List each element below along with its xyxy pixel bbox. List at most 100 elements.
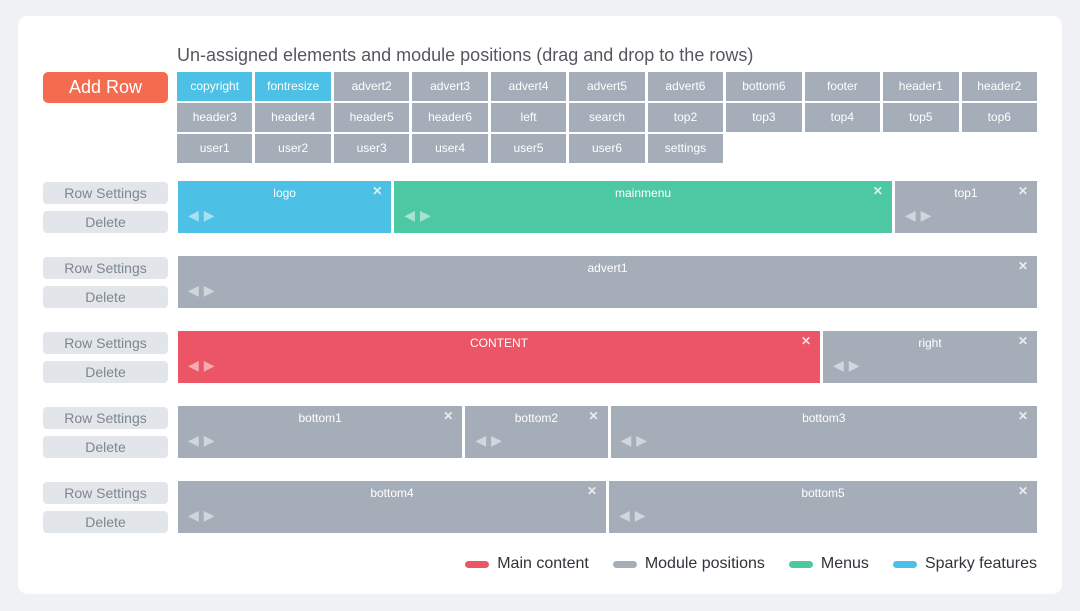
unassigned-chip-top6[interactable]: top6 [961, 103, 1037, 132]
unassigned-chip-user3[interactable]: user3 [333, 134, 410, 163]
add-row-button[interactable]: Add Row [43, 72, 168, 103]
close-icon[interactable]: ✕ [1017, 409, 1028, 423]
unassigned-chip-header3[interactable]: header3 [177, 103, 253, 132]
arrow-left-icon[interactable]: ◀ [619, 507, 630, 523]
unassigned-chip-advert6[interactable]: advert6 [647, 72, 724, 101]
unassigned-chip-user6[interactable]: user6 [569, 134, 645, 163]
unassigned-chip-left[interactable]: left [490, 103, 567, 132]
row-settings-button[interactable]: Row Settings [43, 332, 168, 354]
unassigned-chip-header5[interactable]: header5 [333, 103, 410, 132]
module-block-top1[interactable]: top1 ✕ ◀▶ [894, 181, 1037, 233]
unassigned-chip-header6[interactable]: header6 [412, 103, 488, 132]
row-blocks: logo✕◀▶mainmenu✕◀▶top1✕◀▶ [178, 181, 1037, 233]
close-icon[interactable]: ✕ [800, 334, 811, 348]
arrow-left-icon[interactable]: ◀ [188, 507, 199, 523]
arrow-right-icon[interactable]: ▶ [203, 357, 215, 373]
module-block-label: top1 [954, 186, 978, 200]
close-icon[interactable]: ✕ [586, 484, 597, 498]
unassigned-chip-fontresize[interactable]: fontresize [255, 72, 331, 101]
row-delete-button[interactable]: Delete [43, 511, 168, 533]
module-block-mainmenu[interactable]: mainmenu✕◀▶ [394, 181, 892, 233]
unassigned-chip-top2[interactable]: top2 [647, 103, 724, 132]
row-delete-button[interactable]: Delete [43, 436, 168, 458]
module-block-content[interactable]: CONTENT✕◀▶ [178, 331, 820, 383]
row-delete-button[interactable]: Delete [43, 286, 168, 308]
arrow-right-icon[interactable]: ▶ [920, 207, 932, 223]
unassigned-chip-search[interactable]: search [569, 103, 645, 132]
close-icon[interactable]: ✕ [588, 409, 599, 423]
arrow-left-icon[interactable]: ◀ [904, 207, 916, 223]
arrow-left-icon[interactable]: ◀ [404, 207, 416, 223]
row-settings-button[interactable]: Row Settings [43, 482, 168, 504]
arrow-right-icon[interactable]: ▶ [636, 432, 648, 448]
arrow-right-icon[interactable]: ▶ [634, 507, 646, 523]
module-block-label: right [918, 336, 942, 350]
close-icon[interactable]: ✕ [1017, 484, 1028, 498]
arrow-right-icon[interactable]: ▶ [203, 507, 215, 523]
unassigned-chip-settings[interactable]: settings [647, 134, 724, 163]
unassigned-chip-top3[interactable]: top3 [726, 103, 802, 132]
module-block-bottom3[interactable]: bottom3✕◀▶ [610, 406, 1037, 458]
arrow-right-icon[interactable]: ▶ [848, 357, 860, 373]
resize-arrows: ◀▶ [905, 208, 932, 222]
unassigned-chip-top4[interactable]: top4 [804, 103, 881, 132]
arrow-left-icon[interactable]: ◀ [620, 432, 632, 448]
arrow-left-icon[interactable]: ◀ [188, 357, 199, 373]
row-delete-button[interactable]: Delete [43, 361, 168, 383]
arrow-left-icon[interactable]: ◀ [188, 432, 199, 448]
unassigned-chip-header4[interactable]: header4 [255, 103, 331, 132]
close-icon[interactable]: ✕ [443, 409, 454, 423]
module-block-advert1[interactable]: advert1✕◀▶ [178, 256, 1037, 308]
row-delete-button[interactable]: Delete [43, 211, 168, 233]
arrow-right-icon[interactable]: ▶ [491, 432, 502, 448]
module-block-bottom5[interactable]: bottom5✕◀▶ [609, 481, 1037, 533]
row-settings-button[interactable]: Row Settings [43, 257, 168, 279]
unassigned-chip-advert2[interactable]: advert2 [333, 72, 410, 101]
unassigned-chip-footer[interactable]: footer [804, 72, 881, 101]
unassigned-chip-copyright[interactable]: copyright [177, 72, 253, 101]
close-icon[interactable]: ✕ [1017, 334, 1028, 348]
arrow-right-icon[interactable]: ▶ [203, 432, 215, 448]
unassigned-chip-user2[interactable]: user2 [255, 134, 331, 163]
unassigned-chip-bottom6[interactable]: bottom6 [726, 72, 802, 101]
row-settings-button[interactable]: Row Settings [43, 407, 168, 429]
close-icon[interactable]: ✕ [372, 184, 383, 198]
unassigned-chip-header2[interactable]: header2 [961, 72, 1037, 101]
unassigned-chip-advert5[interactable]: advert5 [569, 72, 645, 101]
unassigned-chip-top5[interactable]: top5 [883, 103, 959, 132]
legend-item-menu: Menus [788, 555, 869, 573]
resize-arrows: ◀▶ [188, 508, 215, 522]
module-block-logo[interactable]: logo✕◀▶ [178, 181, 392, 233]
arrow-right-icon[interactable]: ▶ [420, 207, 431, 223]
legend-item-content: Main content [465, 555, 589, 573]
arrow-right-icon[interactable]: ▶ [203, 282, 215, 298]
arrow-left-icon[interactable]: ◀ [475, 432, 487, 448]
resize-arrows: ◀▶ [833, 358, 860, 372]
unassigned-chip-advert3[interactable]: advert3 [412, 72, 488, 101]
unassigned-chip-advert4[interactable]: advert4 [490, 72, 567, 101]
close-icon[interactable]: ✕ [1017, 259, 1028, 273]
unassigned-chip-user5[interactable]: user5 [490, 134, 567, 163]
arrow-left-icon[interactable]: ◀ [188, 207, 199, 223]
unassigned-chip-user4[interactable]: user4 [412, 134, 488, 163]
arrow-left-icon[interactable]: ◀ [833, 357, 844, 373]
legend-swatch [892, 560, 917, 568]
module-block-right[interactable]: right ✕ ◀▶ [823, 331, 1037, 383]
module-block-bottom2[interactable]: bottom2✕◀▶ [465, 406, 608, 458]
module-block-bottom1[interactable]: bottom1✕◀▶ [178, 406, 463, 458]
close-icon[interactable]: ✕ [872, 184, 883, 198]
arrow-left-icon[interactable]: ◀ [188, 282, 199, 298]
resize-arrows: ◀▶ [188, 283, 215, 297]
close-icon[interactable]: ✕ [1017, 184, 1028, 198]
unassigned-chip-header1[interactable]: header1 [883, 72, 959, 101]
module-block-bottom4[interactable]: bottom4✕◀▶ [178, 481, 606, 533]
arrow-right-icon[interactable]: ▶ [203, 207, 215, 223]
row-settings-button[interactable]: Row Settings [43, 182, 168, 204]
unassigned-chip-user1[interactable]: user1 [177, 134, 253, 163]
